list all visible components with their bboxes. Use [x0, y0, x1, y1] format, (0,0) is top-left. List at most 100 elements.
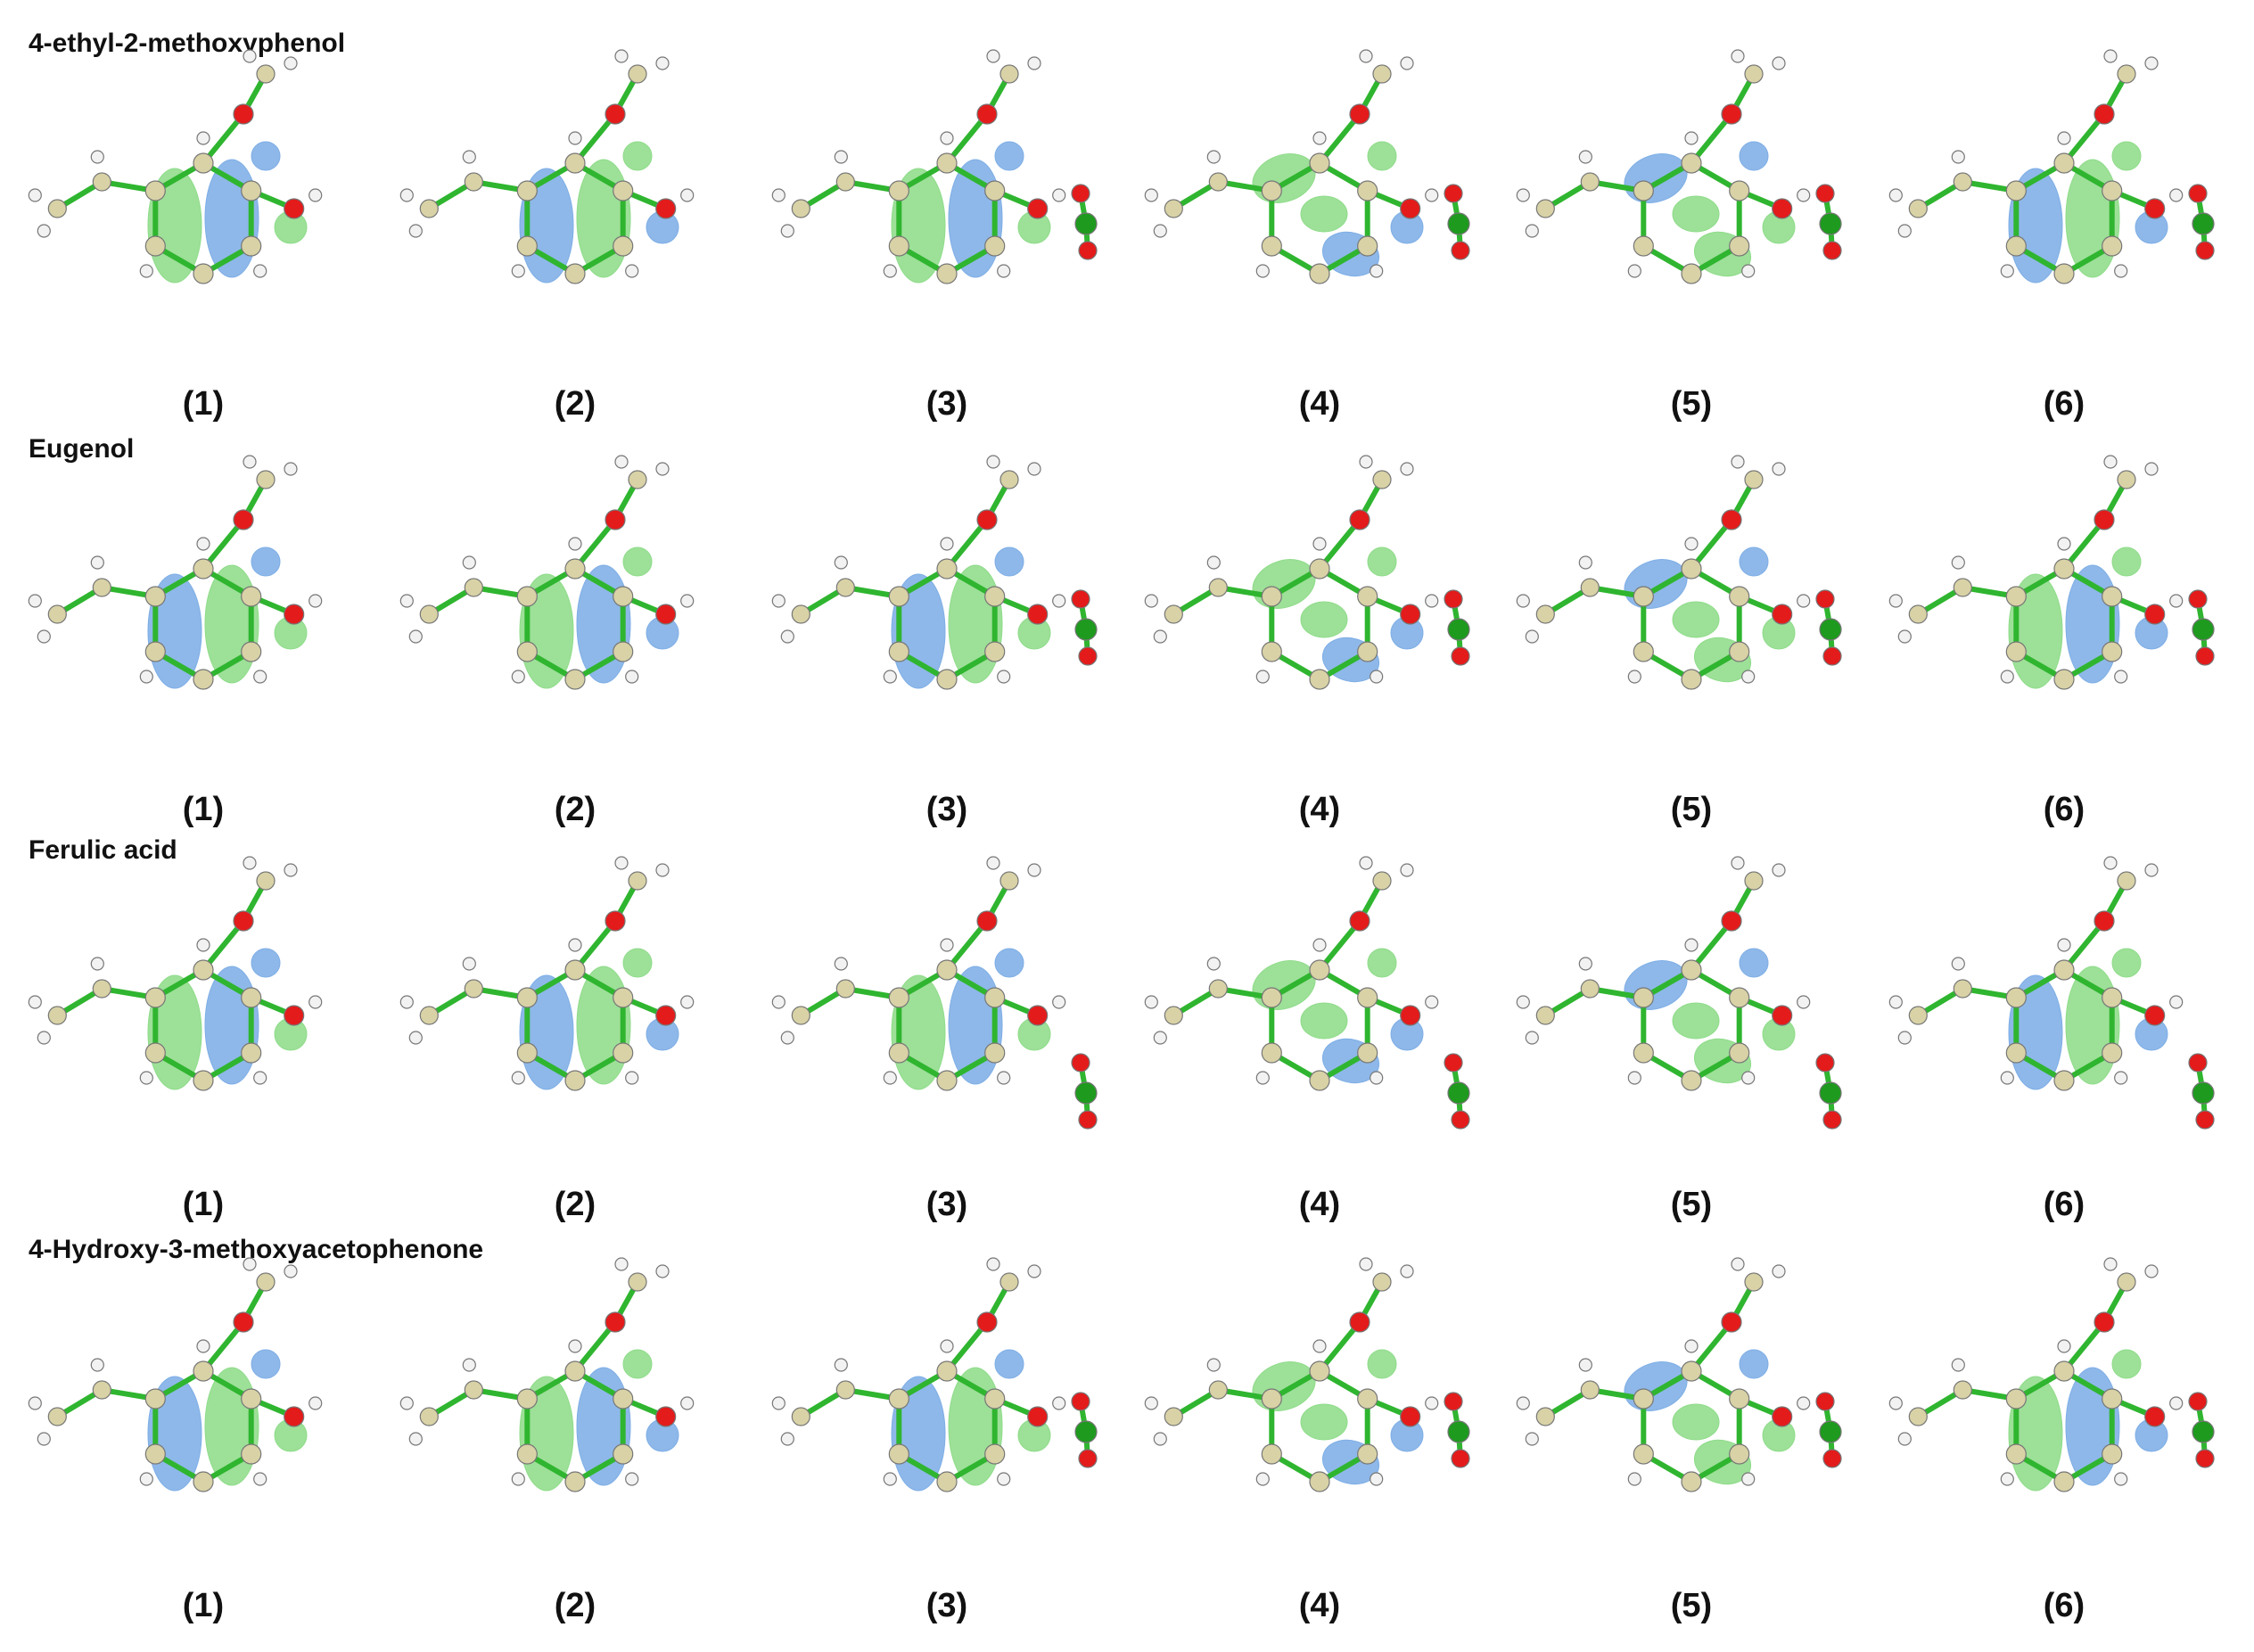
hydrogen-atom	[1578, 957, 1592, 971]
oxygen-atom	[605, 910, 626, 932]
carbon-atom	[936, 1471, 958, 1492]
carbon-atom	[1633, 1042, 1654, 1064]
hydrogen-atom	[1052, 188, 1066, 202]
carbon-atom	[516, 641, 538, 662]
hydrogen-atom	[771, 995, 786, 1009]
cl-atom	[2192, 1420, 2215, 1443]
oxygen-atom	[1721, 910, 1742, 932]
cl-atom	[1447, 1420, 1470, 1443]
carbon-atom	[144, 180, 166, 201]
cl-atom	[1819, 212, 1842, 235]
carbon-atom	[1580, 979, 1600, 999]
oxygen-atom	[2094, 910, 2115, 932]
hydrogen-atom	[399, 594, 414, 608]
hydrogen-atom	[834, 1358, 848, 1372]
hydrogen-atom	[940, 131, 954, 145]
carbon-atom	[1357, 987, 1378, 1008]
carbon-atom	[2102, 641, 2123, 662]
carbon-atom	[144, 1042, 166, 1064]
hydrogen-atom	[90, 150, 104, 164]
carbon-atom	[1744, 871, 1764, 891]
hydrogen-atom	[834, 150, 848, 164]
oxygen-atom	[2188, 1392, 2208, 1411]
carbon-atom	[936, 959, 958, 981]
oxygen-atom	[2144, 1406, 2166, 1427]
oxygen-atom	[1815, 184, 1835, 203]
hydrogen-atom	[90, 1358, 104, 1372]
carbon-atom	[1908, 604, 1928, 624]
carbon-atom	[2005, 180, 2027, 201]
carbon-atom	[1744, 470, 1764, 489]
molecule-render	[771, 455, 1098, 690]
carbon-atom	[999, 1272, 1019, 1292]
panel-label: (5)	[1670, 1186, 1713, 1223]
oxygen-atom	[2195, 241, 2215, 260]
carbon-atom	[1261, 987, 1282, 1008]
hydrogen-atom	[408, 1031, 423, 1045]
hydrogen-atom	[1144, 594, 1158, 608]
molecule-render	[28, 455, 323, 690]
oxygen-atom	[284, 1406, 305, 1427]
bond	[201, 111, 246, 166]
hydrogen-atom	[2169, 1396, 2184, 1410]
carbon-atom	[2005, 1388, 2027, 1410]
hydrogen-atom	[834, 555, 848, 570]
carbon-atom	[1261, 1042, 1282, 1064]
panel-label: (2)	[554, 791, 596, 828]
hydrogen-atom	[780, 1432, 794, 1446]
hydrogen-atom	[1772, 863, 1786, 877]
hydrogen-atom	[1052, 1396, 1066, 1410]
carbon-atom	[1681, 1360, 1702, 1382]
oxidant-molecule	[2188, 184, 2215, 260]
carbon-atom	[1261, 180, 1282, 201]
oxidant-molecule	[1815, 1053, 1842, 1130]
panel-label: (1)	[182, 791, 225, 828]
oxygen-atom	[2195, 1449, 2215, 1468]
carbon-atom	[1309, 1360, 1330, 1382]
bond	[944, 111, 990, 166]
carbon-atom	[464, 172, 483, 192]
carbon-atom	[1633, 1388, 1654, 1410]
oxygen-atom	[1444, 589, 1463, 609]
carbon-atom	[888, 1443, 909, 1465]
orbital-lobe	[1739, 141, 1769, 171]
carbon-atom	[1372, 470, 1392, 489]
carbon-atom	[628, 470, 647, 489]
hydrogen-atom	[2144, 56, 2159, 70]
hydrogen-atom	[997, 264, 1011, 278]
carbon-atom	[613, 1388, 634, 1410]
oxygen-atom	[1400, 1005, 1421, 1026]
hydrogen-atom	[986, 1257, 1000, 1271]
oxygen-atom	[1078, 1110, 1098, 1130]
carbon-atom	[419, 1006, 439, 1025]
orbital-lobe	[1367, 948, 1397, 978]
oxygen-atom	[605, 1311, 626, 1333]
orbital-lobe	[1739, 1349, 1769, 1379]
carbon-atom	[1164, 199, 1183, 218]
oxygen-atom	[1822, 241, 1842, 260]
hydrogen-atom	[2000, 264, 2014, 278]
hydrogen-atom	[2000, 1071, 2014, 1085]
carbon-atom	[1261, 1388, 1282, 1410]
panel-label: (6)	[2043, 1587, 2085, 1624]
hydrogen-atom	[1370, 670, 1384, 684]
carbon-atom	[2005, 586, 2027, 607]
carbon-atom	[2005, 235, 2027, 257]
orbital-lobe	[622, 948, 653, 978]
hydrogen-atom	[462, 555, 476, 570]
carbon-atom	[564, 1471, 586, 1492]
carbon-atom	[1729, 586, 1750, 607]
hydrogen-atom	[284, 56, 298, 70]
carbon-atom	[936, 558, 958, 579]
hydrogen-atom	[1027, 462, 1041, 476]
carbon-atom	[47, 604, 67, 624]
oxidant-molecule	[2188, 1392, 2215, 1468]
carbon-atom	[984, 586, 1006, 607]
carbon-atom	[1953, 1380, 1972, 1400]
carbon-atom	[1208, 1380, 1228, 1400]
carbon-atom	[1908, 1407, 1928, 1426]
carbon-atom	[1357, 235, 1378, 257]
hydrogen-atom	[883, 264, 897, 278]
orbital-lobe	[994, 1349, 1024, 1379]
oxidant-molecule	[1815, 1392, 1842, 1468]
